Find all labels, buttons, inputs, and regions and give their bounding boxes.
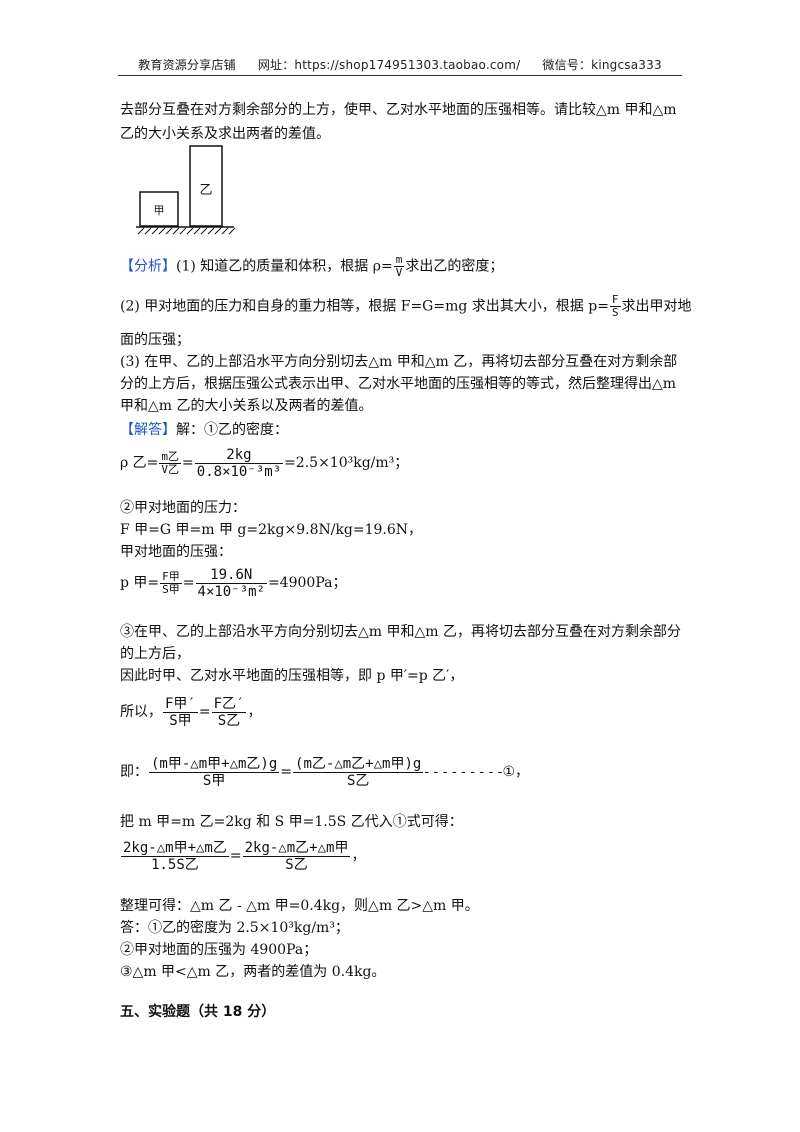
pressure-lhs: p 甲= <box>120 575 160 591</box>
answer-3: ③△m 甲<△m 乙，两者的差值为 0.4kg。 <box>120 964 386 980</box>
header-wechat: 微信号：kingcsa333 <box>542 58 662 72</box>
step3-l3: 因此时甲、乙对水平地面的压强相等，即 p 甲′=p 乙′， <box>120 668 464 684</box>
solution-tag: 【解答】 <box>120 422 176 438</box>
block-yi-label: 乙 <box>199 183 212 198</box>
density-lhs: ρ 乙= <box>120 455 159 471</box>
answer-2: ②甲对地面的压强为 4900Pa； <box>120 942 318 958</box>
so-label: 所以， <box>120 704 162 720</box>
solution-intro: 解：①乙的密度： <box>176 422 288 438</box>
analysis-p3-l3: 甲和△m 乙的大小关系以及两者的差值。 <box>120 398 373 414</box>
density-result: =2.5×10³kg/m³； <box>284 455 409 471</box>
answer-1: 答：①乙的密度为 2.5×10³kg/m³； <box>120 920 349 936</box>
section-title: 五、实验题（共 18 分） <box>120 1004 276 1020</box>
analysis-p2: (2) 甲对地面的压力和自身的重力相等，根据 F=G=mg 求出其大小，根据 p… <box>120 294 692 319</box>
step2-title: ②甲对地面的压力： <box>120 500 246 516</box>
analysis-p3-l2: 分的上方后，根据压强公式表示出甲、乙对水平地面的压强相等的等式，然后整理得出△m <box>120 376 677 392</box>
so-frac-1: F甲′S甲 <box>163 695 198 729</box>
header-site: 网址：https://shop174951303.taobao.com/ <box>257 58 521 72</box>
ji-end: - - - - - - - - -①， <box>424 764 530 780</box>
equal-pressure-equation: 所以，F甲′S甲=F乙′S乙， <box>120 695 262 729</box>
header-shop: 教育资源分享店铺 <box>138 58 236 72</box>
analysis-p3-l1: (3) 在甲、乙的上部沿水平方向分别切去△m 甲和△m 乙，再将切去部分互叠在对… <box>120 354 678 370</box>
block-jia-label: 甲 <box>154 204 165 217</box>
question-line-2: 乙的大小关系及求出两者的差值。 <box>120 126 330 142</box>
so-frac-2: F乙′S乙 <box>211 695 247 729</box>
step3-l2: 的上方后， <box>120 646 190 662</box>
header-rule <box>118 75 682 76</box>
ji-label: 即： <box>120 764 148 780</box>
analysis-p2-post: 求出甲对地 <box>621 298 692 315</box>
substitution-line: 把 m 甲=m 乙=2kg 和 S 甲=1.5S 乙代入①式可得： <box>120 814 463 830</box>
force-equation: F 甲=G 甲=m 甲 g=2kg×9.8N/kg=19.6N， <box>120 522 423 538</box>
analysis-p1-pre: (1) 知道乙的质量和体积，根据 ρ= <box>176 258 393 275</box>
blocks-figure: 甲 乙 <box>136 145 236 235</box>
block-jia <box>139 191 179 227</box>
pressure-result: =4900Pa； <box>267 575 347 591</box>
simplify-line: 整理可得：△m 乙 - △m 甲=0.4kg，则△m 乙>△m 甲。 <box>120 898 479 914</box>
block-yi <box>189 145 223 227</box>
analysis-p2-cont: 面的压强； <box>120 332 190 348</box>
page-header: 教育资源分享店铺 网址：https://shop174951303.taobao… <box>118 56 682 73</box>
analysis-tag: 【分析】 <box>120 258 176 275</box>
analysis-p1-post: 求出乙的密度； <box>405 258 504 275</box>
solution-intro-line: 【解答】解：①乙的密度： <box>120 420 288 440</box>
sub-end: ， <box>351 848 366 864</box>
ground-hatching <box>137 227 236 235</box>
question-line-1: 去部分互叠在对方剩余部分的上方，使甲、乙对水平地面的压强相等。请比较△m 甲和△… <box>120 102 677 118</box>
analysis-p2-pre: (2) 甲对地面的压力和自身的重力相等，根据 F=G=mg 求出其大小，根据 p… <box>120 298 609 315</box>
pressure-label: 甲对地面的压强： <box>120 544 232 560</box>
so-end: ， <box>247 704 262 720</box>
step3-l1: ③在甲、乙的上部沿水平方向分别切去△m 甲和△m 乙，再将切去部分互叠在对方剩余… <box>120 624 681 640</box>
